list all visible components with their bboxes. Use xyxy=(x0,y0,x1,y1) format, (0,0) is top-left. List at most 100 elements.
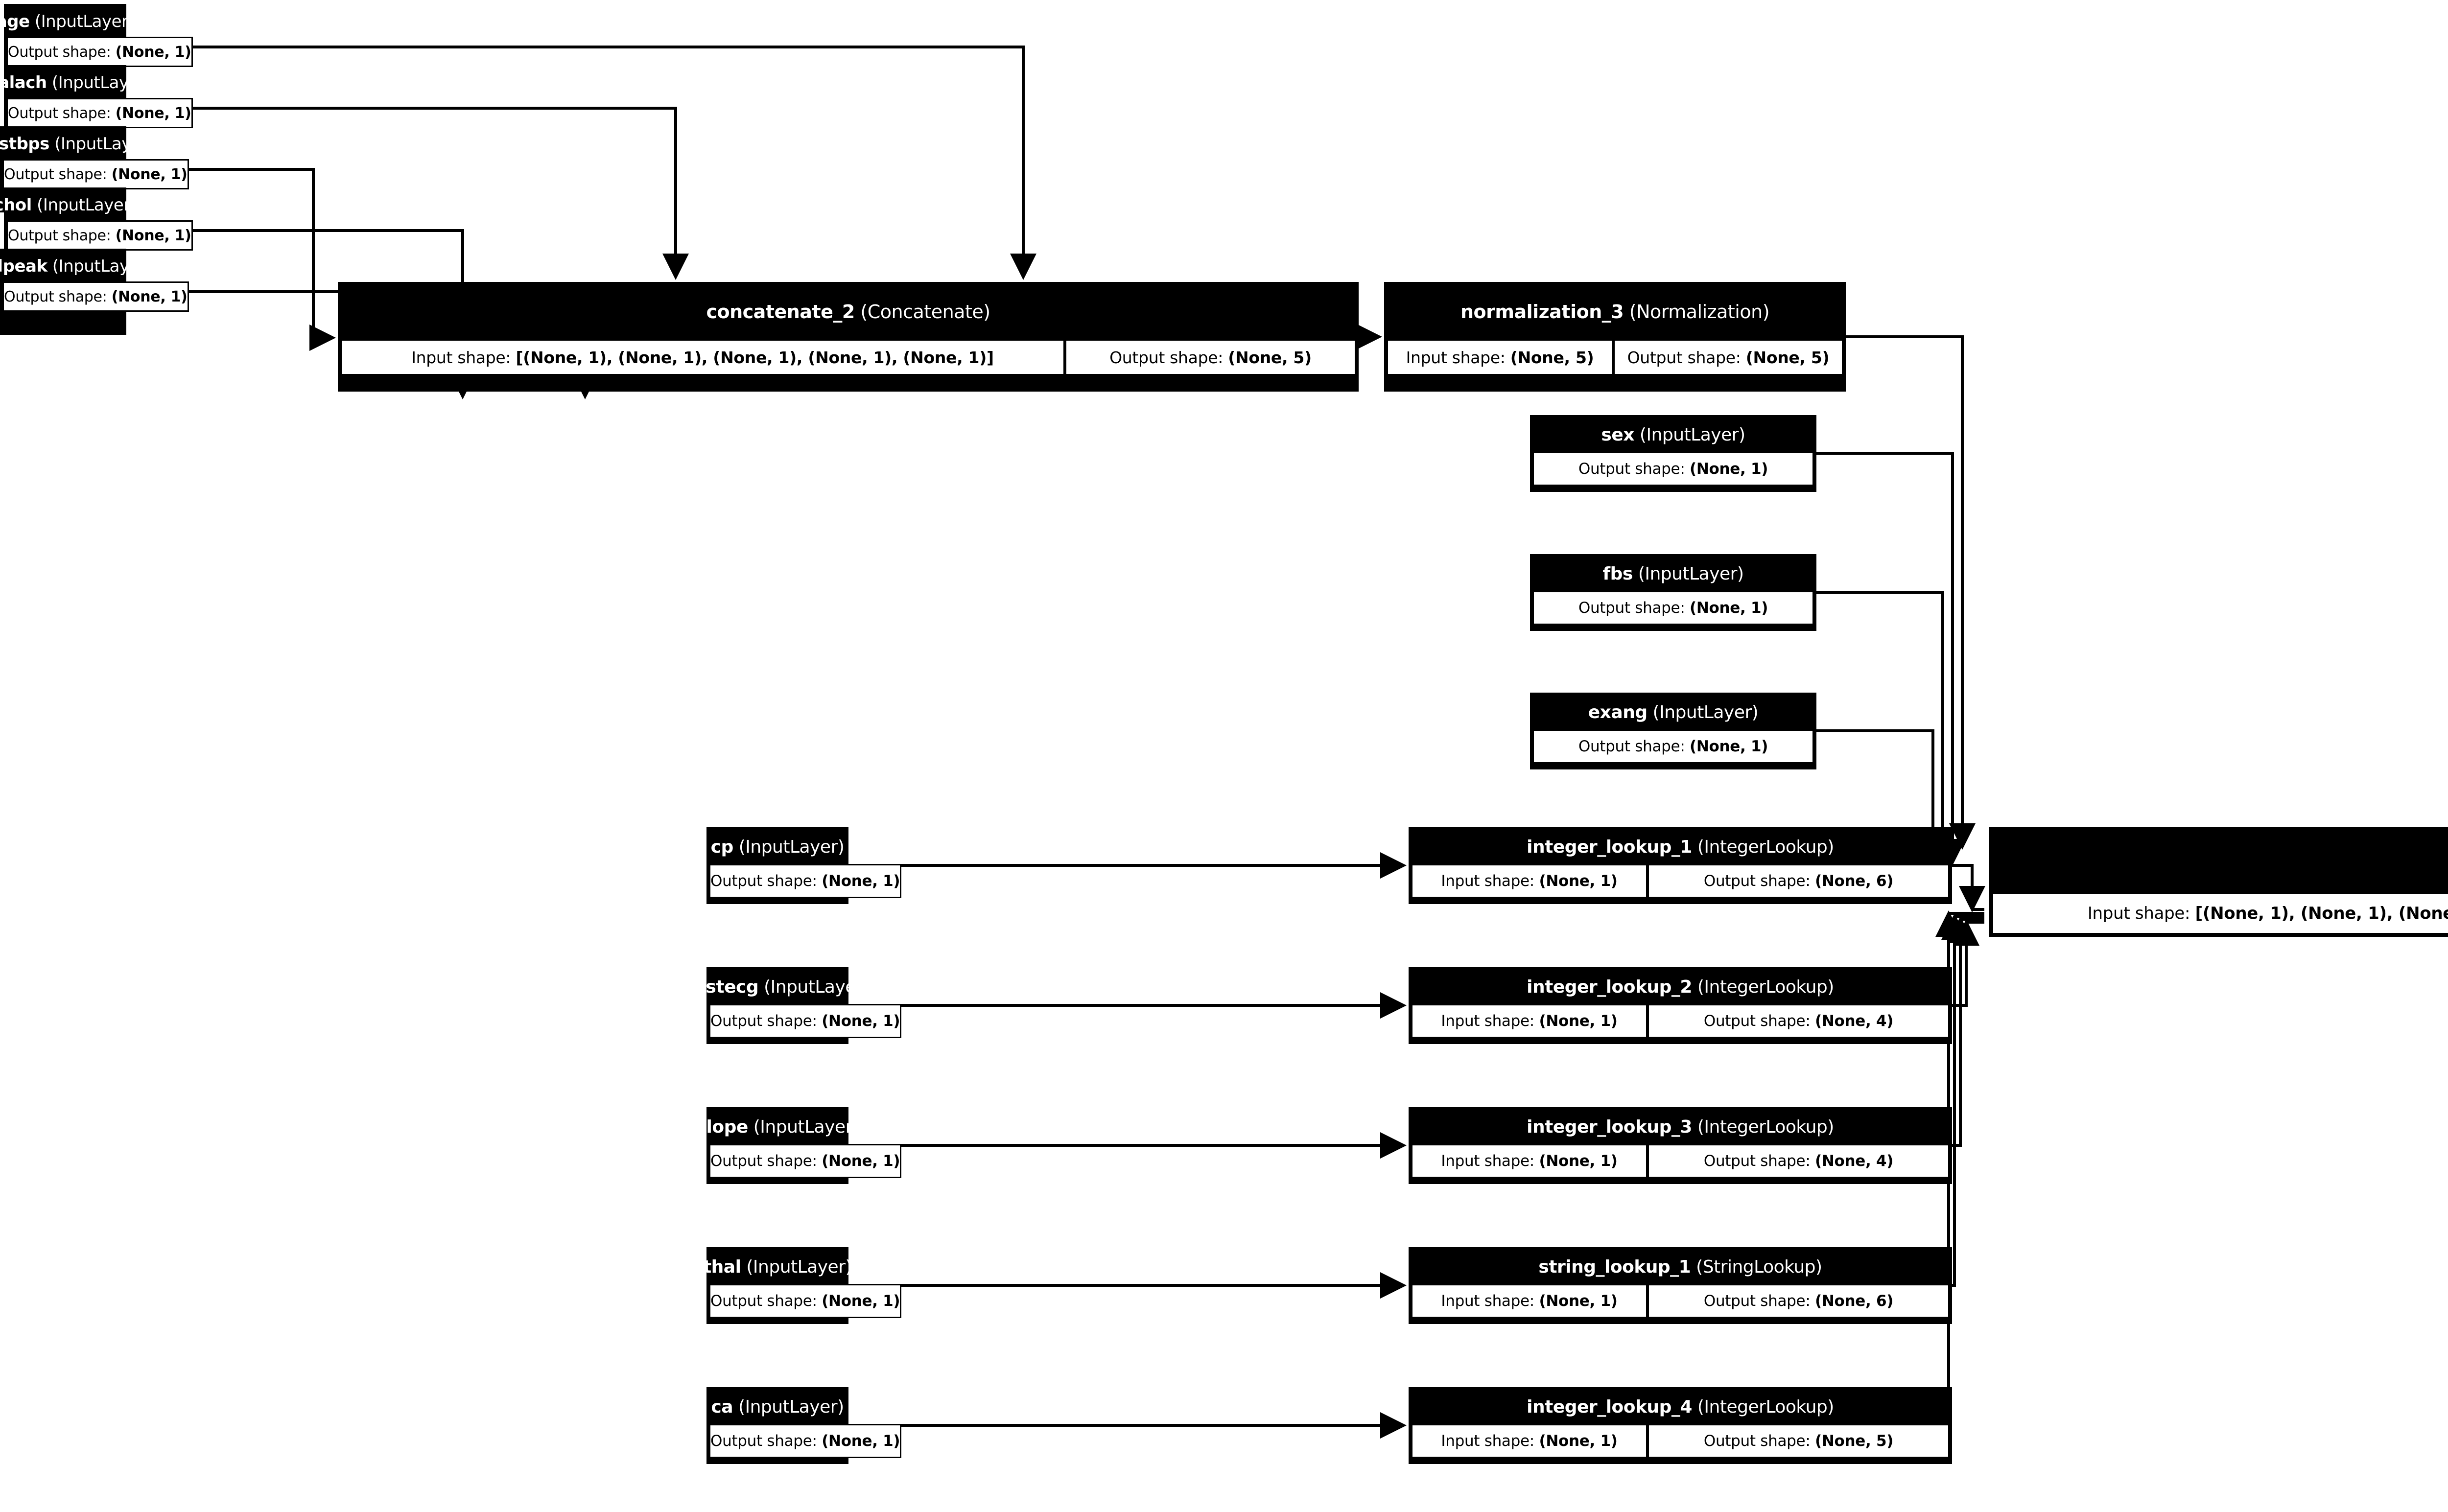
node-sex[interactable]: sex (InputLayer)Output shape: (None, 1) xyxy=(1530,415,1816,492)
output-shape-value: (None, 1) xyxy=(1690,599,1768,617)
output-shape-value: (None, 5) xyxy=(1745,348,1830,367)
node-slope[interactable]: slope (InputLayer)Output shape: (None, 1… xyxy=(696,1107,902,1184)
node-title-slope: slope (InputLayer) xyxy=(696,1110,859,1144)
output-shape-label: Output shape: xyxy=(710,1012,822,1030)
input-shape-value: (None, 5) xyxy=(1510,348,1594,367)
node-layer-name: thal xyxy=(703,1256,741,1277)
node-output-shape-string_lookup_1: Output shape: (None, 6) xyxy=(1648,1284,1950,1318)
output-shape-label: Output shape: xyxy=(710,1292,822,1310)
node-layer-name: exang xyxy=(1588,702,1648,722)
node-string_lookup_1[interactable]: string_lookup_1 (StringLookup)Input shap… xyxy=(1409,1247,1952,1324)
node-layer-type: (InputLayer) xyxy=(51,73,152,93)
output-shape-value: (None, 1) xyxy=(115,104,191,122)
node-shape-row-oldpeak: Output shape: (None, 1) xyxy=(2,281,189,312)
node-restecg[interactable]: restecg (InputLayer)Output shape: (None,… xyxy=(685,967,902,1044)
node-title-oldpeak: oldpeak (InputLayer) xyxy=(0,251,152,281)
node-output-shape-integer_lookup_4: Output shape: (None, 5) xyxy=(1648,1424,1950,1458)
node-layer-type: (Normalization) xyxy=(1629,301,1770,323)
node-fbs[interactable]: fbs (InputLayer)Output shape: (None, 1) xyxy=(1530,554,1816,631)
node-title-integer_lookup_1: integer_lookup_1 (IntegerLookup) xyxy=(1411,830,1950,864)
node-layer-name: ca xyxy=(711,1396,733,1417)
node-layer-type: (IntegerLookup) xyxy=(1697,837,1834,857)
node-output-shape-sex: Output shape: (None, 1) xyxy=(1532,452,1814,486)
output-shape-label: Output shape: xyxy=(4,165,112,183)
node-layer-type: (InputLayer) xyxy=(738,1396,844,1417)
node-layer-name: chol xyxy=(0,195,32,215)
output-shape-value: (None, 4) xyxy=(1815,1012,1894,1030)
node-input-shape-string_lookup_1: Input shape: (None, 1) xyxy=(1411,1284,1648,1318)
node-shape-row-concatenate_3: Input shape: [(None, 1), (None, 1), (Non… xyxy=(1992,892,2448,934)
node-output-shape-restecg: Output shape: (None, 1) xyxy=(709,1004,902,1038)
output-shape-value: (None, 1) xyxy=(822,1152,900,1170)
node-oldpeak[interactable]: oldpeak (InputLayer)Output shape: (None,… xyxy=(0,249,189,335)
output-shape-label: Output shape: xyxy=(1703,872,1815,890)
node-thal[interactable]: thal (InputLayer)Output shape: (None, 1) xyxy=(703,1247,902,1324)
output-shape-value: (None, 1) xyxy=(822,872,900,890)
node-output-shape-integer_lookup_2: Output shape: (None, 4) xyxy=(1648,1004,1950,1038)
node-layer-name: integer_lookup_4 xyxy=(1527,1396,1692,1417)
node-title-age: age (InputLayer) xyxy=(0,6,135,37)
node-output-shape-cp: Output shape: (None, 1) xyxy=(709,864,902,898)
output-shape-label: Output shape: xyxy=(1703,1292,1815,1310)
node-shape-row-trestbps: Output shape: (None, 1) xyxy=(2,159,189,189)
output-shape-label: Output shape: xyxy=(8,227,116,244)
output-shape-value: (None, 1) xyxy=(115,227,191,244)
node-output-shape-integer_lookup_3: Output shape: (None, 4) xyxy=(1648,1144,1950,1178)
node-concatenate_3[interactable]: concatenate_3 (Concatenate)Input shape: … xyxy=(1989,827,2448,937)
node-shape-row-integer_lookup_3: Input shape: (None, 1)Output shape: (Non… xyxy=(1411,1144,1950,1178)
node-layer-type: (InputLayer) xyxy=(37,195,137,215)
output-shape-value: (None, 4) xyxy=(1815,1152,1894,1170)
node-layer-type: (InputLayer) xyxy=(738,837,845,857)
input-shape-label: Input shape: xyxy=(1441,872,1539,890)
node-output-shape-exang: Output shape: (None, 1) xyxy=(1532,729,1814,764)
output-shape-label: Output shape: xyxy=(8,43,116,61)
output-shape-value: (None, 1) xyxy=(822,1012,900,1030)
node-input-shape-integer_lookup_1: Input shape: (None, 1) xyxy=(1411,864,1648,898)
input-shape-label: Input shape: xyxy=(2087,904,2195,923)
node-ca[interactable]: ca (InputLayer) Output shape: (None, 1) xyxy=(706,1387,902,1464)
node-exang[interactable]: exang (InputLayer)Output shape: (None, 1… xyxy=(1530,693,1816,769)
node-title-integer_lookup_3: integer_lookup_3 (IntegerLookup) xyxy=(1411,1110,1950,1144)
node-age[interactable]: age (InputLayer)Output shape: (None, 1) xyxy=(0,4,193,90)
node-shape-row-exang: Output shape: (None, 1) xyxy=(1532,729,1814,764)
node-title-fbs: fbs (InputLayer) xyxy=(1532,557,1814,591)
output-shape-label: Output shape: xyxy=(1703,1432,1815,1450)
node-layer-name: concatenate_2 xyxy=(706,301,855,323)
output-shape-value: (None, 1) xyxy=(1690,460,1768,478)
input-shape-value: (None, 1) xyxy=(1539,1152,1618,1170)
node-shape-row-thal: Output shape: (None, 1) xyxy=(709,1284,902,1318)
node-shape-row-fbs: Output shape: (None, 1) xyxy=(1532,591,1814,625)
input-shape-label: Input shape: xyxy=(411,348,516,367)
input-shape-value: (None, 1) xyxy=(1539,872,1618,890)
node-title-trestbps: trestbps (InputLayer) xyxy=(0,129,154,159)
node-cp[interactable]: cp (InputLayer)Output shape: (None, 1) xyxy=(706,827,902,904)
node-output-shape-normalization_3: Output shape: (None, 5) xyxy=(1613,339,1843,375)
node-output-shape-thalach: Output shape: (None, 1) xyxy=(6,98,193,128)
node-shape-row-concatenate_2: Input shape: [(None, 1), (None, 1), (Non… xyxy=(340,339,1356,375)
output-shape-label: Output shape: xyxy=(1578,738,1690,755)
node-layer-type: (InputLayer) xyxy=(52,256,152,276)
node-integer_lookup_4[interactable]: integer_lookup_4 (IntegerLookup)Input sh… xyxy=(1409,1387,1952,1464)
node-shape-row-chol: Output shape: (None, 1) xyxy=(6,220,193,251)
node-normalization_3[interactable]: normalization_3 (Normalization)Input sha… xyxy=(1384,282,1846,392)
output-shape-value: (None, 1) xyxy=(115,43,191,61)
node-output-shape-slope: Output shape: (None, 1) xyxy=(709,1144,902,1178)
output-shape-value: (None, 1) xyxy=(111,165,188,183)
output-shape-value: (None, 1) xyxy=(822,1292,900,1310)
node-output-shape-thal: Output shape: (None, 1) xyxy=(709,1284,902,1318)
node-integer_lookup_1[interactable]: integer_lookup_1 (IntegerLookup)Input sh… xyxy=(1409,827,1952,904)
node-shape-row-ca: Output shape: (None, 1) xyxy=(709,1424,902,1458)
node-integer_lookup_3[interactable]: integer_lookup_3 (IntegerLookup)Input sh… xyxy=(1409,1107,1952,1184)
output-shape-label: Output shape: xyxy=(710,1432,822,1450)
output-shape-value: (None, 5) xyxy=(1228,348,1312,367)
node-output-shape-age: Output shape: (None, 1) xyxy=(6,37,193,67)
input-shape-value: (None, 1) xyxy=(1539,1432,1618,1450)
node-layer-type: (IntegerLookup) xyxy=(1697,977,1834,997)
node-layer-name: sex xyxy=(1601,424,1634,445)
node-title-integer_lookup_4: integer_lookup_4 (IntegerLookup) xyxy=(1411,1390,1950,1424)
node-concatenate_2[interactable]: concatenate_2 (Concatenate)Input shape: … xyxy=(338,282,1359,392)
node-title-sex: sex (InputLayer) xyxy=(1532,418,1814,452)
node-output-shape-fbs: Output shape: (None, 1) xyxy=(1532,591,1814,625)
node-integer_lookup_2[interactable]: integer_lookup_2 (IntegerLookup)Input sh… xyxy=(1409,967,1952,1044)
node-output-shape-chol: Output shape: (None, 1) xyxy=(6,220,193,251)
